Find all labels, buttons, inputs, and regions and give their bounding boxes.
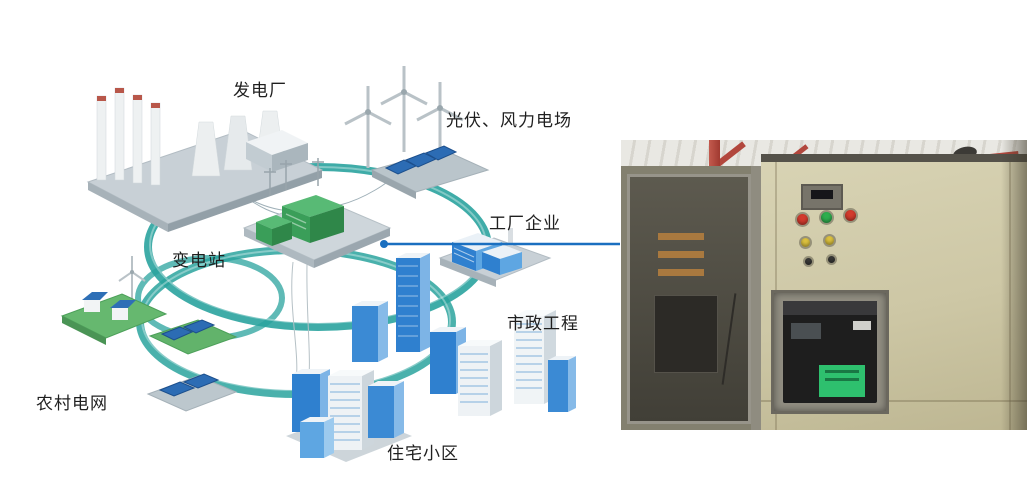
substation-building-small	[256, 215, 292, 246]
relay-name-tag	[853, 321, 871, 330]
cabinet-door	[761, 154, 1027, 430]
connector-to-photo	[380, 240, 620, 248]
relay-top-strip	[783, 301, 877, 315]
power-grid-diagram	[60, 66, 620, 462]
pv-wind-farm-illustration	[344, 66, 490, 199]
factory-illustration	[438, 228, 552, 287]
wind-turbines	[344, 66, 464, 168]
residential-buildings-illustration	[286, 369, 412, 462]
rural-solar-array-1	[160, 319, 216, 341]
cabinet-frame-strut	[751, 166, 761, 430]
red-indicator-light	[845, 210, 856, 221]
label-rural-grid: 农村电网	[36, 394, 108, 413]
label-substation: 变电站	[172, 251, 226, 270]
protection-relay	[783, 301, 877, 403]
cable	[721, 293, 737, 385]
busbar	[658, 233, 704, 240]
substation-illustration	[242, 158, 392, 268]
label-text-line	[825, 378, 859, 381]
meter-screen	[811, 190, 833, 199]
relay-display	[791, 323, 821, 339]
label-power-plant: 发电厂	[233, 81, 287, 100]
label-factory: 工厂企业	[489, 214, 561, 233]
relay-bezel	[771, 290, 889, 414]
cabinet-interior	[627, 174, 751, 424]
municipal-buildings-illustration	[352, 253, 576, 416]
rural-solar-array-2	[158, 373, 220, 397]
rural-grid-illustration	[60, 256, 238, 412]
open-cabinet	[621, 166, 761, 430]
busbar	[658, 269, 704, 276]
substation-masts	[264, 158, 324, 196]
yellow-indicator-light	[825, 236, 834, 245]
panel-screw	[805, 258, 812, 265]
power-plant-illustration	[86, 87, 324, 232]
door-seam	[761, 400, 1027, 402]
busbar	[658, 251, 704, 258]
chimneys	[96, 87, 161, 186]
label-municipal: 市政工程	[507, 314, 579, 333]
photo-right-shadow	[1001, 140, 1027, 430]
solar-panels	[384, 145, 458, 175]
relay-green-label	[819, 365, 865, 397]
breaker-module	[654, 295, 718, 373]
yellow-indicator-light	[801, 238, 810, 247]
red-indicator-light	[797, 214, 808, 225]
label-pv-wind-farm: 光伏、风力电场	[446, 111, 572, 130]
label-residential: 住宅小区	[387, 444, 459, 463]
solar-houses	[82, 292, 136, 320]
green-indicator-light	[821, 212, 832, 223]
panel-screw	[828, 256, 835, 263]
rural-wind-turbine	[118, 256, 146, 300]
switchgear-cabinet-photo	[621, 140, 1027, 430]
label-text-line	[825, 370, 859, 373]
panel-meter-display	[801, 184, 843, 210]
